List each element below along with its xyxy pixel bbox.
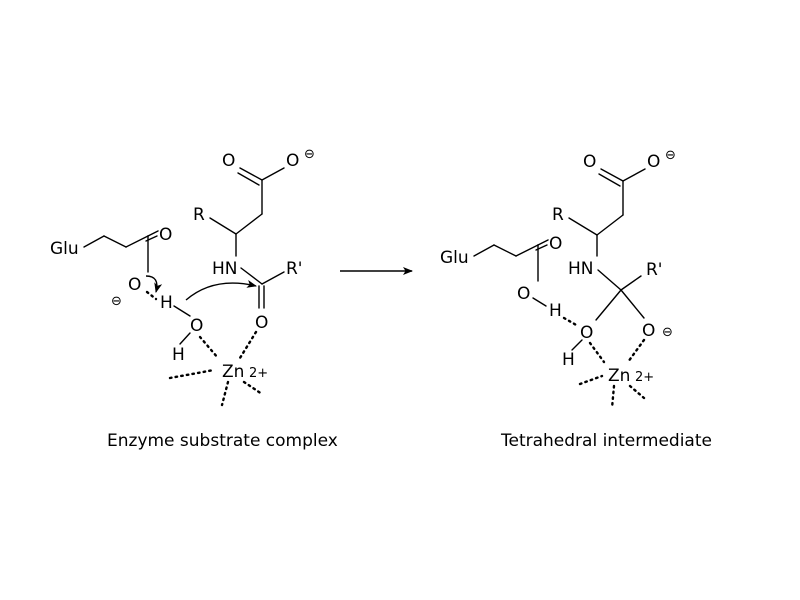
right-zn-ligand-1 [578,374,604,386]
right-carboxylate-charge: ⊖ [665,148,676,163]
c-rprime-bond [261,271,285,285]
r-bond [209,217,237,235]
right-zinc-charge: 2+ [635,370,654,385]
glu-h-hbond [145,290,158,301]
right-bridge-h: H [549,301,562,321]
right-hn-label: HN [568,259,594,279]
right-carbox-double-a [600,168,624,182]
n-carbonyl-bond [240,267,263,285]
carboxylate-o2-bond [261,167,285,181]
right-c-oh-bond [595,289,622,321]
oxyanion-charge: ⊖ [662,325,673,340]
carboxylate-o2: O [286,151,299,171]
glu-right-oh-o: O [517,284,530,304]
hydroxyl-o: O [580,323,593,343]
tetrahedral-intermediate: Glu O O H O H O O ⊖ R HN R' [440,148,676,410]
zinc-charge: 2+ [249,366,268,381]
glu-label-right: Glu [440,248,469,268]
bridge-h: H [160,293,173,313]
zn-peptide-coord [238,330,258,360]
right-c-rprime-bond [620,275,642,291]
h-water-bond [173,305,191,317]
right-zn-ligand-2 [610,384,616,410]
zn-ligand-1 [168,368,216,380]
right-n-c-bond [597,269,622,291]
right-carboxylate-o1: O [583,152,596,172]
glu-r-oh-bond [532,297,547,307]
right-c-ominus-bond [620,289,645,319]
zn-ligand-2 [220,380,230,407]
right-r-group: R [552,205,564,225]
zn-water-coord [198,335,220,360]
carboxylate-charge: ⊖ [304,147,315,162]
right-zn-ligand-3 [628,384,646,400]
glu-anion-o: O [128,275,141,295]
glu-r-bond-3 [515,244,539,257]
glu-bond-3 [125,235,149,248]
enzyme-substrate-complex: Glu O O ⊖ H O H O O ⊖ R [50,147,315,407]
water-h: H [172,345,185,365]
right-alpha-bond [596,214,624,236]
right-carbox-double-b [598,173,621,187]
right-zn-oh-coord [588,341,606,364]
glu-r-bond-2 [493,244,517,257]
glu-bond-1 [83,235,105,248]
hydroxyl-h: H [562,350,575,370]
caption-enzyme-substrate: Enzyme substrate complex [107,431,338,451]
right-h-hbond [562,316,580,328]
right-carboxylate-o2: O [647,152,660,172]
hydroxyl-h-bond [571,339,583,351]
peptide-o: O [255,313,268,333]
r-prime: R' [286,259,303,279]
water-h-bond [179,332,191,345]
glu-r-co-a [537,239,549,246]
zn-ligand-3 [242,380,264,396]
right-r-prime: R' [646,260,663,280]
right-r-bond [568,217,598,236]
carboxylate-double-a [239,167,263,181]
oxyanion-o: O [642,321,655,341]
glu-right-carbonyl-o: O [549,234,562,254]
hn-label: HN [212,259,238,279]
glu-negative-charge: ⊖ [111,294,122,309]
glu-electron-arrow [145,275,163,293]
glu-r-bond-1 [473,244,495,257]
glu-co-bond-a [147,230,159,237]
zinc-ion: Zn [222,362,244,382]
right-zinc-ion: Zn [608,366,630,386]
glu-label: Glu [50,239,79,259]
right-carbox-o2-bond [622,168,646,182]
caption-tetrahedral: Tetrahedral intermediate [500,431,712,451]
right-zn-oxyanion-coord [626,338,646,364]
r-group: R [193,205,205,225]
carboxylate-double-b [237,172,260,186]
carboxylate-o1: O [222,151,235,171]
nucleophilic-attack-arrow [185,280,257,301]
water-o: O [190,316,203,336]
glu-carbonyl-o: O [159,225,172,245]
glu-bond-2 [103,235,127,248]
alpha-c-bond [235,213,263,235]
